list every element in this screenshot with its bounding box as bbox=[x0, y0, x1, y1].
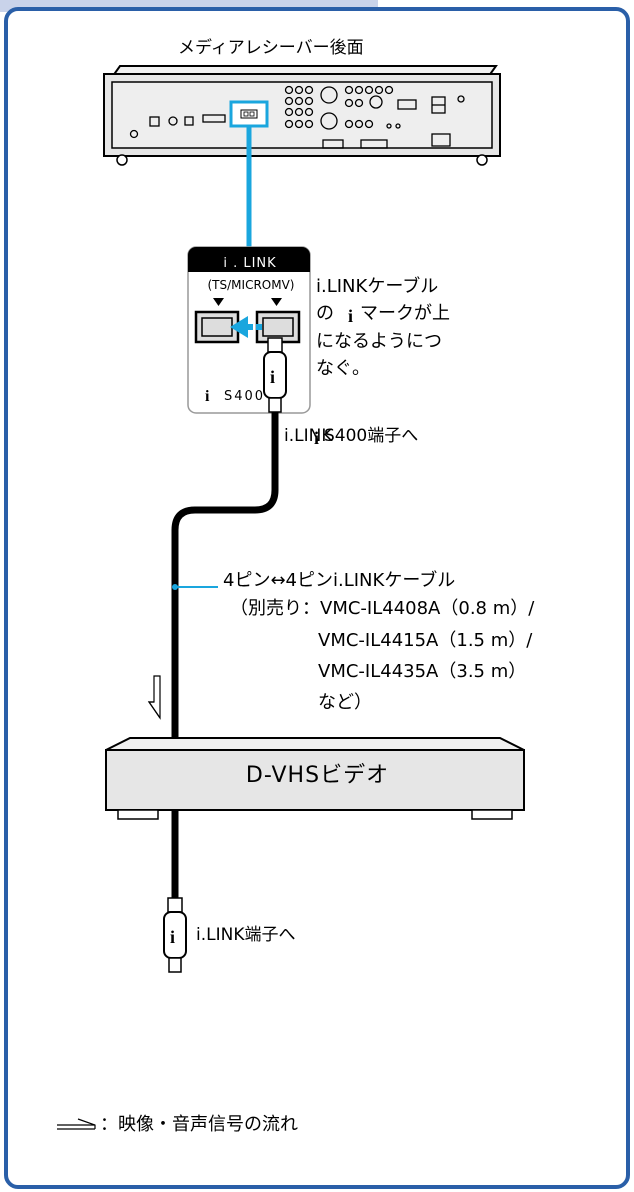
note-line-4: なぐ。 bbox=[316, 358, 370, 379]
ilink-mark-icon: i bbox=[348, 306, 353, 326]
to-port-post: S400端子へ bbox=[324, 426, 419, 446]
ilink-cable bbox=[171, 412, 279, 900]
dvhs-port-text: i.LINK端子へ bbox=[196, 925, 296, 945]
cable-sold-line-3: VMC-IL4435A（3.5 m） bbox=[318, 661, 527, 682]
ilink-plug-bottom: i bbox=[163, 897, 187, 973]
cable-sold-line-1: （別売り：VMC-IL4408A（0.8 m）/ bbox=[230, 598, 535, 619]
ilink-panel-subheader: (TS/MICROMV) bbox=[207, 278, 295, 292]
cable-sold-line-2: VMC-IL4415A（1.5 m）/ bbox=[318, 630, 533, 651]
dvhs-label: D-VHSビデオ bbox=[245, 763, 390, 788]
to-port-pre: i.LINK bbox=[284, 426, 333, 446]
receiver-rear-title: メディアレシーバー後面 bbox=[178, 38, 364, 58]
outer-frame bbox=[4, 7, 630, 1189]
receiver-ilink-port bbox=[229, 100, 269, 128]
ilink-mark-icon: i bbox=[314, 428, 319, 448]
legend-arrow bbox=[57, 1118, 96, 1130]
s400-label: S400 bbox=[224, 389, 266, 404]
ilink-panel: i bbox=[187, 246, 311, 414]
receiver-rear-panel bbox=[103, 65, 501, 166]
svg-text:i: i bbox=[270, 367, 275, 387]
cable-name: 4ピン↔4ピンi.LINKケーブル bbox=[223, 570, 456, 591]
note-line-2-post: マークが上 bbox=[360, 303, 450, 324]
dvhs-deck bbox=[105, 737, 525, 820]
note-line-2-pre: の bbox=[316, 303, 334, 324]
legend-text: ：映像・音声信号の流れ bbox=[100, 1114, 298, 1135]
note-line-1: i.LINKケーブル bbox=[316, 276, 439, 297]
note-line-3: になるようにつ bbox=[316, 331, 442, 352]
svg-text:i: i bbox=[205, 388, 210, 405]
svg-text:i: i bbox=[170, 927, 175, 947]
ilink-panel-header: i . LINK bbox=[223, 256, 277, 271]
cable-sold-line-4: など） bbox=[318, 692, 372, 713]
ilink-plug-top: i bbox=[263, 337, 287, 413]
